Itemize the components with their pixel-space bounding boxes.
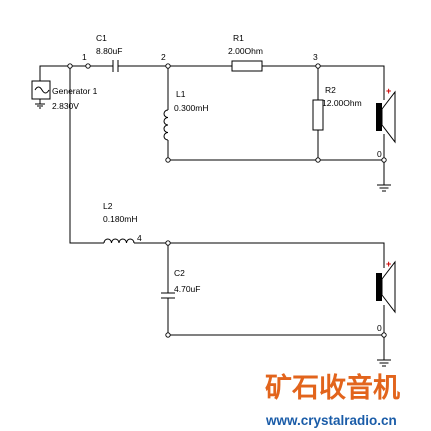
- watermark-brand: 矿石收音机: [265, 372, 400, 404]
- c2-name-label: C2: [174, 268, 185, 278]
- node-dot: [165, 157, 171, 163]
- resistor-r1: [231, 60, 263, 72]
- ground-icon: [377, 184, 391, 192]
- node-dot: [67, 63, 73, 69]
- c1-name-label: C1: [96, 33, 107, 43]
- l2-value-label: 0.180mH: [103, 214, 138, 224]
- speaker2-plus-label: +: [386, 259, 391, 269]
- generator-value-label: 2.830V: [52, 101, 79, 111]
- node-dot: [315, 63, 321, 69]
- speaker2-cone: [381, 260, 396, 314]
- speaker-1: [376, 90, 396, 144]
- speaker1-plus-label: +: [386, 86, 391, 96]
- node-label-3: 3: [313, 52, 318, 62]
- wire-node1-l2: [69, 66, 104, 244]
- node-dot: [381, 157, 387, 163]
- node-label-ground-top: 0: [377, 149, 382, 159]
- sine-wave-icon: [34, 86, 50, 94]
- c1-value-label: 8.80uF: [96, 46, 122, 56]
- node-label-ground-bottom: 0: [377, 323, 382, 333]
- r2-name-label: R2: [325, 85, 336, 95]
- inductor-l1: [163, 109, 169, 141]
- speaker-2: [376, 260, 396, 314]
- ground-icon: [35, 103, 45, 109]
- wire-node3-speaker1: [318, 65, 385, 100]
- watermark-url: www.crystalradio.cn: [265, 413, 397, 428]
- c2-value-label: 4.70uF: [174, 284, 200, 294]
- ground-icon: [377, 359, 391, 367]
- generator-symbol: [31, 80, 51, 109]
- node-label-4: 4: [137, 233, 142, 243]
- speaker2-magnet: [376, 273, 382, 301]
- resistor-r2: [312, 99, 324, 131]
- node-label-2: 2: [161, 52, 166, 62]
- r2-value-label: 12.00Ohm: [322, 98, 362, 108]
- speaker1-magnet: [376, 103, 382, 131]
- r1-name-label: R1: [233, 33, 244, 43]
- r1-value-label: 2.00Ohm: [228, 46, 263, 56]
- capacitor-c2: [161, 292, 175, 299]
- generator-box: [31, 80, 51, 100]
- wires: [39, 65, 385, 360]
- node-label-1: 1: [82, 52, 87, 62]
- l2-name-label: L2: [103, 201, 113, 211]
- capacitor-c1: [112, 60, 119, 72]
- wire-node4-speaker2: [168, 242, 385, 268]
- node-markers: [67, 63, 387, 338]
- generator-name-label: Generator 1: [52, 86, 98, 96]
- node-dot: [165, 63, 171, 69]
- node-dot: [381, 332, 387, 338]
- l1-value-label: 0.300mH: [174, 103, 209, 113]
- node-dot: [165, 240, 171, 246]
- l1-name-label: L1: [176, 89, 186, 99]
- wire-generator-node1: [39, 65, 88, 81]
- node-dot: [85, 63, 91, 69]
- inductor-l2: [103, 238, 135, 244]
- node-dot: [315, 157, 321, 163]
- node-dot: [165, 332, 171, 338]
- speaker1-cone: [381, 90, 396, 144]
